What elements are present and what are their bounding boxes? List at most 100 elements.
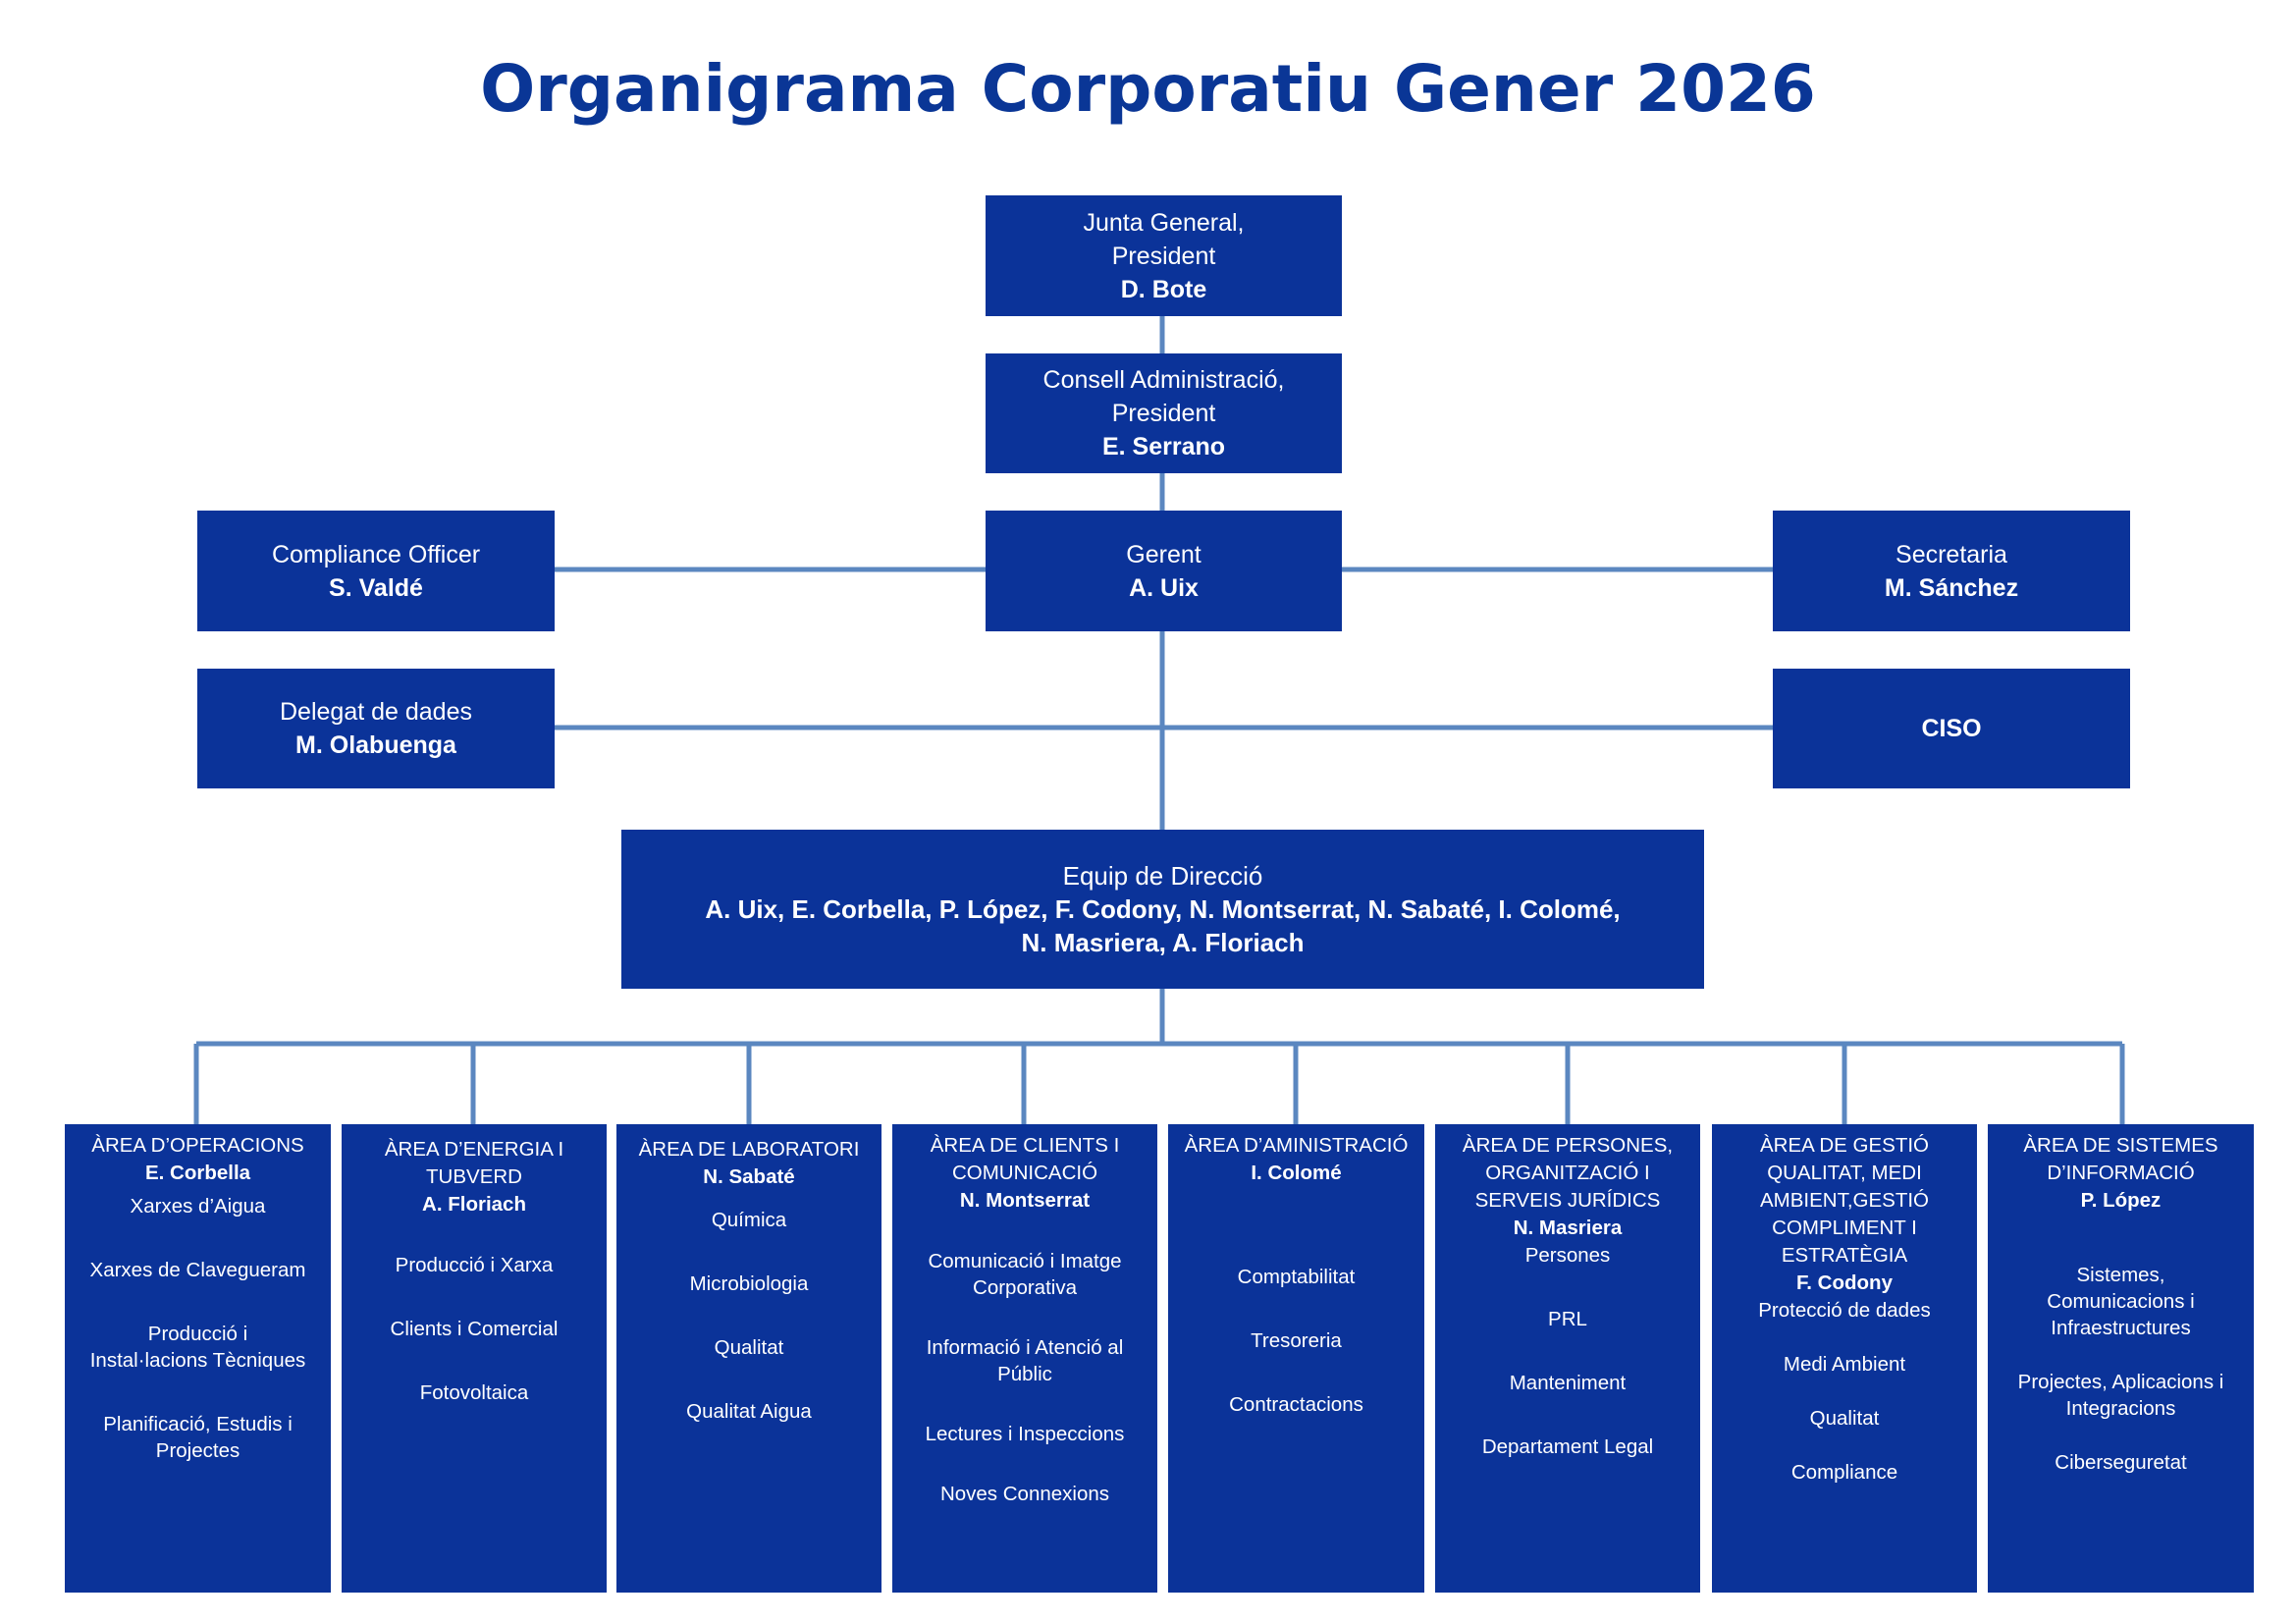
consell-administracio-box: Consell Administració, President E. Serr… xyxy=(986,353,1342,473)
consell-role-line1: Consell Administració, xyxy=(1042,366,1285,394)
area-item: Protecció de dades xyxy=(1758,1299,1931,1322)
area-heading-line: D’INFORMACIÓ xyxy=(2047,1162,2195,1184)
secretaria-role: Secretaria xyxy=(1896,540,2007,568)
area-heading: ÀREA DE CLIENTS I COMUNICACIÓ N. Montserra… xyxy=(902,1132,1148,1215)
area-item: Producció i Xarxa xyxy=(395,1254,554,1276)
consell-role-line2: President xyxy=(1111,400,1216,427)
ciso-box: CISO xyxy=(1773,669,2130,788)
area-heading: ÀREA D’ENERGIA I TUBVERD A. Floriach xyxy=(351,1136,597,1218)
area-heading-line: ÀREA DE GESTIÓ xyxy=(1759,1134,1930,1157)
junta-role-line2: President xyxy=(1111,242,1216,270)
area-heading-line: ÀREA DE CLIENTS I xyxy=(930,1134,1120,1157)
area-manager-name: I. Colomé xyxy=(1251,1162,1342,1184)
area-heading-line: ESTRATÈGIA xyxy=(1781,1244,1908,1267)
area-item: Qualitat xyxy=(1809,1407,1880,1430)
area-item: Xarxes d’Aigua xyxy=(130,1195,266,1217)
secretaria-box: Secretaria M. Sánchez xyxy=(1773,511,2130,631)
junta-general-box: Junta General, President D. Bote xyxy=(986,195,1342,316)
delegat-role: Delegat de dades xyxy=(280,698,472,726)
area-column-7: ÀREA DE GESTIÓ QUALITAT, MEDI AMBIENT,GEST… xyxy=(1712,1124,1977,1593)
delegat-name: M. Olabuenga xyxy=(295,731,456,759)
gerent-role: Gerent xyxy=(1126,540,1201,568)
ciso-name: CISO xyxy=(1921,715,1982,742)
area-heading-line: ÀREA DE PERSONES, xyxy=(1462,1134,1674,1157)
area-item: Qualitat xyxy=(714,1336,784,1359)
equip-members-line1: A. Uix, E. Corbella, P. López, F. Codony… xyxy=(705,894,1621,924)
area-heading: ÀREA D’OPERACIONS E. Corbella xyxy=(75,1132,321,1187)
area-manager-name: E. Corbella xyxy=(144,1162,251,1184)
area-heading: ÀREA D’AMINISTRACIÓ I. Colomé xyxy=(1178,1132,1415,1187)
area-item: Microbiologia xyxy=(689,1272,809,1295)
page-title: Organigrama Corporatiu Gener 2026 xyxy=(480,51,1816,127)
equip-members-line2: N. Masriera, A. Floriach xyxy=(1021,928,1305,957)
area-manager-name: P. López xyxy=(2080,1189,2162,1212)
area-heading-line: COMUNICACIÓ xyxy=(951,1162,1098,1184)
area-item: Xarxes de Clavegueram xyxy=(89,1259,306,1281)
area-heading-line: ORGANITZACIÓ I xyxy=(1485,1162,1650,1184)
area-item: Comptabilitat xyxy=(1237,1266,1356,1288)
area-manager-name: N. Sabaté xyxy=(703,1165,795,1188)
area-item: Departament Legal xyxy=(1481,1435,1654,1458)
area-heading: ÀREA DE SISTEMES D’INFORMACIÓ P. López xyxy=(1998,1132,2244,1215)
junta-role-line1: Junta General, xyxy=(1083,208,1245,237)
area-item: Fotovoltaica xyxy=(419,1381,529,1404)
equip-direccio-box: Equip de Direcció A. Uix, E. Corbella, P… xyxy=(621,830,1704,989)
junta-name: D. Bote xyxy=(1120,275,1207,303)
area-item: Contractacions xyxy=(1229,1393,1363,1416)
area-item: Manteniment xyxy=(1509,1372,1627,1394)
area-heading: ÀREA DE LABORATORI N. Sabaté xyxy=(626,1136,872,1191)
consell-name: E. Serrano xyxy=(1101,433,1226,460)
area-column-4: ÀREA DE CLIENTS I COMUNICACIÓ N. Montserra… xyxy=(892,1124,1157,1593)
area-item: Medi Ambient xyxy=(1783,1353,1906,1376)
area-item: Lectures i Inspeccions xyxy=(925,1423,1125,1445)
area-item: Tresoreria xyxy=(1251,1329,1342,1352)
delegat-dades-box: Delegat de dades M. Olabuenga xyxy=(197,669,555,788)
equip-role: Equip de Direcció xyxy=(1062,861,1263,891)
area-heading-line: ÀREA DE LABORATORI xyxy=(638,1138,860,1161)
area-item: Noves Connexions xyxy=(939,1483,1110,1505)
area-manager-name: N. Masriera xyxy=(1513,1217,1623,1239)
area-item: Persones xyxy=(1524,1244,1611,1267)
area-heading-line: ÀREA D’OPERACIONS xyxy=(91,1134,304,1157)
area-heading-line: ÀREA DE SISTEMES xyxy=(2023,1134,2218,1157)
area-heading-line: COMPLIMENT I xyxy=(1772,1217,1917,1239)
area-heading-line: AMBIENT,GESTIÓ xyxy=(1760,1189,1929,1212)
compliance-name: S. Valdé xyxy=(329,573,423,602)
area-heading-line: ÀREA D’AMINISTRACIÓ xyxy=(1184,1134,1409,1157)
area-heading-line: SERVEIS JURÍDICS xyxy=(1474,1189,1661,1212)
compliance-role: Compliance Officer xyxy=(271,540,481,568)
area-heading: ÀREA DE GESTIÓ QUALITAT, MEDI AMBIENT,GEST… xyxy=(1722,1132,1967,1297)
area-item: Clients i Comercial xyxy=(390,1318,559,1340)
area-manager-name: N. Montserrat xyxy=(959,1189,1091,1212)
area-item: Qualitat Aigua xyxy=(686,1400,812,1423)
secretaria-name: M. Sánchez xyxy=(1884,573,2019,602)
area-heading-line: ÀREA D’ENERGIA I xyxy=(384,1138,564,1161)
area-heading-line: QUALITAT, MEDI xyxy=(1767,1162,1922,1184)
area-column-6: ÀREA DE PERSONES, ORGANITZACIÓ I SERVEIS J… xyxy=(1435,1124,1700,1593)
area-item: Ciberseguretat xyxy=(2055,1451,2187,1474)
area-heading-line: TUBVERD xyxy=(426,1165,522,1188)
area-item: PRL xyxy=(1548,1308,1587,1330)
area-manager-name: A. Floriach xyxy=(422,1193,526,1216)
compliance-officer-box: Compliance Officer S. Valdé xyxy=(197,511,555,631)
area-heading: ÀREA DE PERSONES, ORGANITZACIÓ I SERVEIS J… xyxy=(1445,1132,1690,1242)
area-item: Compliance xyxy=(1790,1461,1898,1484)
